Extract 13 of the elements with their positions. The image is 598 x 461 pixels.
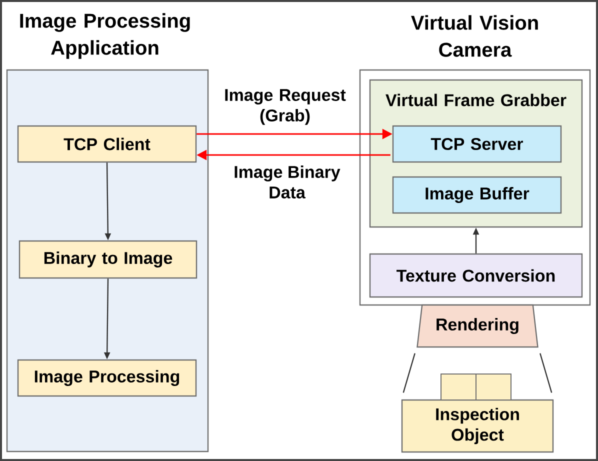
process-box: Image Processing (17, 359, 197, 397)
process-box: TCP Server (392, 125, 562, 163)
line (540, 353, 552, 393)
edge-label: Image Binary Data (234, 166, 340, 198)
process-box: TCP Client (17, 125, 197, 163)
box-heading: Virtual Frame Grabber (386, 94, 566, 106)
line (402, 353, 416, 393)
process-box: Texture Conversion (369, 253, 583, 298)
panel-title: Image Processing Application (20, 13, 190, 59)
edge-label: Image Request (Grab) (225, 89, 346, 125)
process-box: Binary to Image (18, 240, 198, 279)
process-box: Image Buffer (392, 176, 562, 214)
panel-title: Virtual Vision Camera (411, 15, 538, 57)
